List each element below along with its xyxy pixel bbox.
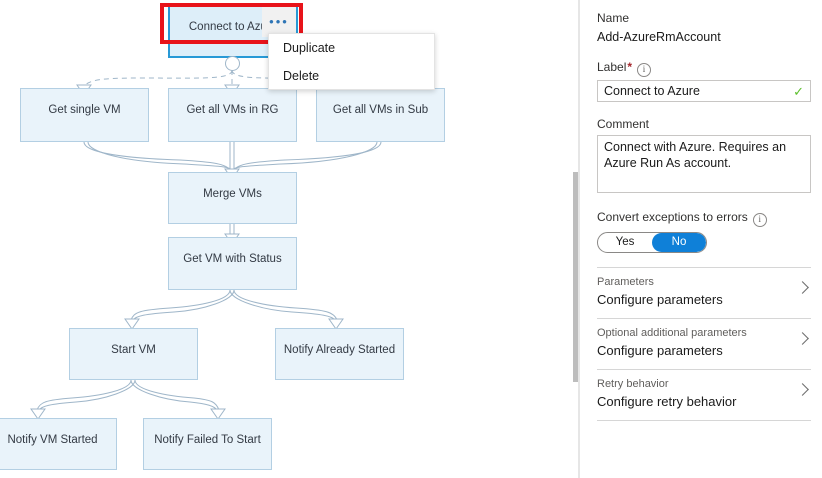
comment-label: Comment	[597, 117, 650, 131]
section-parameters[interactable]: Parameters Configure parameters	[597, 268, 811, 318]
connector-dot	[225, 56, 240, 71]
convert-exceptions-row: Convert exceptions to errors i Yes No	[597, 209, 811, 253]
section-sub-label: Parameters	[597, 276, 654, 288]
section-retry-behavior[interactable]: Retry behavior Configure retry behavior	[597, 370, 811, 420]
node-get-all-vms-in-sub[interactable]: Get all VMs in Sub	[316, 88, 445, 142]
node-context-menu[interactable]: Duplicate Delete	[268, 33, 435, 90]
label-input[interactable]: Connect to Azure ✓	[597, 80, 811, 102]
node-start-vm[interactable]: Start VM	[69, 328, 198, 380]
node-label: Get all VMs in Sub	[332, 104, 429, 116]
node-label: Merge VMs	[203, 188, 262, 200]
section-main-label: Configure retry behavior	[597, 394, 737, 409]
toggle-option-no[interactable]: No	[652, 233, 706, 252]
section-main-label: Configure parameters	[597, 343, 723, 358]
required-asterisk: *	[627, 60, 633, 74]
node-notify-already-started[interactable]: Notify Already Started	[275, 328, 404, 380]
name-label: Name	[597, 11, 630, 25]
context-menu-item-label: Delete	[283, 69, 320, 83]
validation-check-icon: ✓	[793, 84, 804, 99]
node-notify-vm-started[interactable]: Notify VM Started	[0, 418, 117, 470]
node-label: Connect to Azure	[188, 21, 278, 33]
node-label: Start VM	[111, 344, 156, 356]
info-icon[interactable]: i	[752, 213, 767, 227]
section-sub-label: Optional additional parameters	[597, 327, 747, 339]
node-label: Notify VM Started	[7, 434, 98, 446]
convert-exceptions-label: Convert exceptions to errors i	[597, 209, 811, 227]
section-main-label: Configure parameters	[597, 292, 723, 307]
label-input-value: Connect to Azure	[604, 84, 700, 98]
divider	[597, 420, 811, 421]
divider	[597, 369, 811, 370]
label-field-label: Label* i	[597, 59, 811, 77]
properties-panel: Name Add-AzureRmAccount Label* i Connect …	[580, 0, 822, 478]
context-menu-item-label: Duplicate	[283, 41, 336, 55]
flow-canvas[interactable]: Connect to Azure ••• Get single VM Get a…	[0, 0, 579, 478]
section-sub-label: Retry behavior	[597, 378, 669, 390]
comment-textarea[interactable]: Connect with Azure. Requires an Azure Ru…	[597, 135, 811, 193]
name-value: Add-AzureRmAccount	[597, 30, 721, 44]
convert-exceptions-toggle[interactable]: Yes No	[597, 232, 707, 253]
node-get-single-vm[interactable]: Get single VM	[20, 88, 149, 142]
divider	[597, 318, 811, 319]
node-label: Notify Already Started	[283, 344, 396, 356]
info-icon[interactable]: i	[637, 63, 652, 77]
node-label: Notify Failed To Start	[154, 434, 261, 446]
context-menu-item-delete[interactable]: Delete	[269, 62, 434, 90]
convert-exceptions-label-text: Convert exceptions to errors	[597, 210, 748, 224]
panel-scrollbar-thumb[interactable]	[573, 172, 582, 382]
node-get-all-vms-in-rg[interactable]: Get all VMs in RG	[168, 88, 297, 142]
node-get-vm-with-status[interactable]: Get VM with Status	[168, 237, 297, 290]
node-label: Get VM with Status	[183, 253, 282, 265]
section-optional-additional-parameters[interactable]: Optional additional parameters Configure…	[597, 319, 811, 369]
node-label: Get single VM	[48, 104, 121, 116]
label-field-label-text: Label	[597, 60, 627, 74]
node-merge-vms[interactable]: Merge VMs	[168, 172, 297, 224]
node-notify-failed-to-start[interactable]: Notify Failed To Start	[143, 418, 272, 470]
node-label: Get all VMs in RG	[186, 104, 279, 116]
panel-divider	[578, 0, 580, 478]
node-overflow-menu-icon[interactable]: •••	[262, 7, 296, 37]
panel-scrollbar-track[interactable]	[572, 0, 583, 478]
divider	[597, 267, 811, 268]
context-menu-item-duplicate[interactable]: Duplicate	[269, 34, 434, 62]
toggle-option-yes[interactable]: Yes	[615, 236, 635, 248]
